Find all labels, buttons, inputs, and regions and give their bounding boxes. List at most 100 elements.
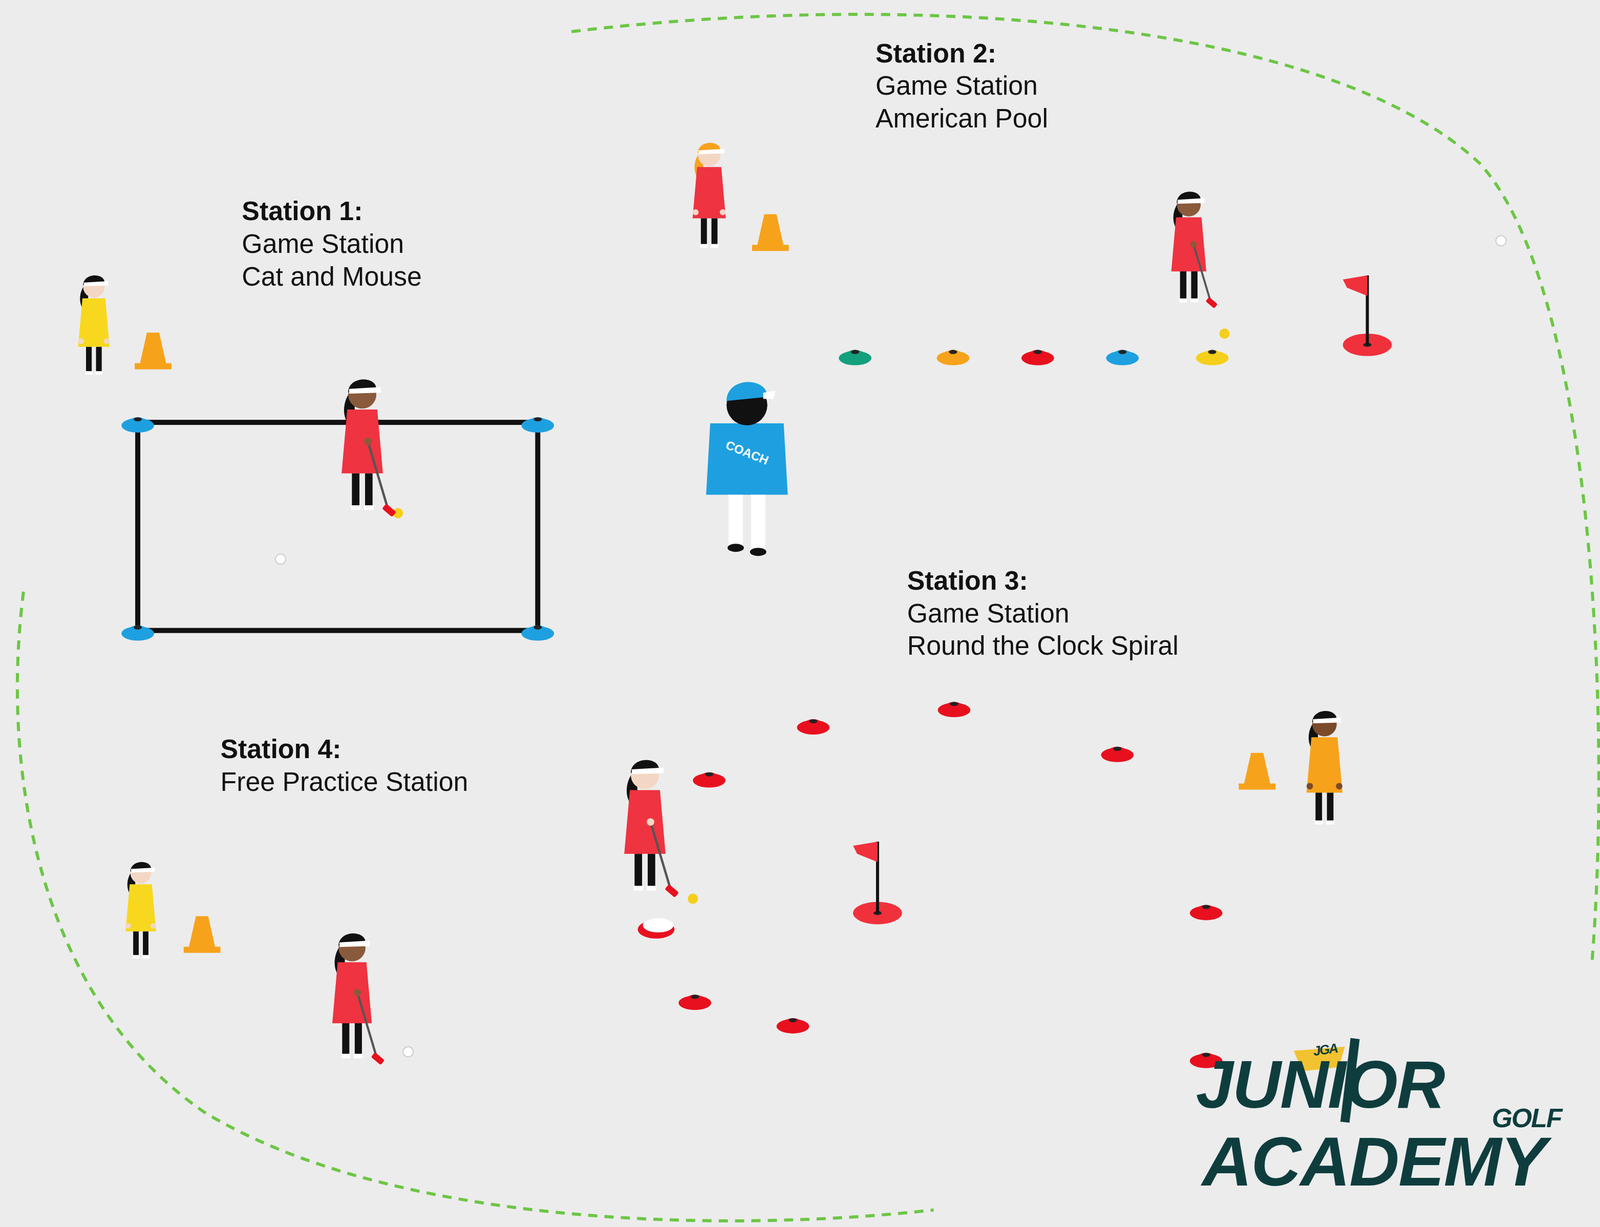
logo-text: ACADEMY (1202, 1126, 1546, 1197)
coach-leg (728, 495, 743, 549)
tall-cone (139, 332, 167, 365)
disc-cone-top (523, 625, 552, 633)
station-text: Game Station (241, 229, 404, 261)
flag (852, 841, 878, 863)
station-text: Free Practice Station (220, 767, 468, 799)
hands (353, 989, 361, 997)
disc-cone-top (940, 701, 969, 710)
putter-head (1205, 296, 1219, 309)
player-figure (78, 275, 110, 375)
shirt (78, 298, 110, 348)
shoe (142, 955, 150, 959)
leg (634, 854, 643, 888)
golf-ball (1496, 235, 1507, 246)
visor (339, 941, 371, 948)
player-figure (1306, 711, 1343, 825)
tall-cone (757, 214, 784, 247)
shoe (1179, 298, 1188, 303)
flag (1342, 275, 1368, 296)
shoe (699, 244, 708, 248)
disc-cone-top (1198, 350, 1227, 358)
hand (125, 923, 132, 929)
coach-shoe (750, 547, 767, 557)
coach-hoodie (706, 423, 788, 496)
leg (342, 1023, 350, 1056)
hand (719, 209, 727, 216)
leg (647, 854, 656, 888)
logo-text: JUNIOR (1196, 1051, 1445, 1119)
shoe (353, 1054, 364, 1059)
golf-ball (1219, 328, 1230, 339)
disc-cone-top (799, 719, 828, 727)
shoe (1314, 820, 1324, 825)
visor (349, 387, 381, 394)
shirt (1306, 737, 1343, 793)
shoe (132, 955, 140, 959)
tall-cone-base (1238, 783, 1276, 791)
disc-cone-top (1107, 350, 1137, 358)
leg (354, 1023, 362, 1056)
coach-cap-brim (763, 390, 776, 399)
leg (1315, 793, 1322, 823)
golf-ball (275, 553, 286, 565)
shoe (351, 505, 361, 510)
shoe (1326, 820, 1335, 825)
visor (1177, 198, 1205, 204)
leg (711, 218, 718, 246)
hand (103, 338, 110, 345)
putter-shaft (368, 441, 389, 511)
station-text: Cat and Mouse (241, 262, 422, 293)
leg (1180, 271, 1187, 301)
visor (131, 867, 155, 873)
hand (692, 209, 699, 216)
disc-cone-top (680, 994, 710, 1002)
leg (365, 473, 373, 508)
leg (142, 931, 149, 957)
shoe (633, 885, 644, 891)
leg (1327, 793, 1334, 823)
disc-cone-hole (1202, 905, 1211, 910)
hand (78, 338, 84, 345)
hands (646, 818, 655, 826)
shoe (710, 244, 719, 248)
coach-shoe (727, 543, 744, 552)
marker-disc-top (643, 918, 674, 933)
station-text: Game Station (875, 71, 1038, 103)
shoe (85, 371, 93, 375)
disc-cone-top (694, 772, 724, 780)
disc-cone-top (523, 417, 552, 425)
player-figure (332, 933, 385, 1065)
disc-cone-hole (949, 701, 958, 707)
disc-cone-hole (850, 350, 860, 355)
station-text: Station 1: (241, 197, 363, 228)
putter-head (371, 1052, 386, 1065)
shoe (341, 1054, 351, 1059)
shoe (646, 885, 656, 891)
disc-cone-top (123, 417, 153, 425)
putter-shaft (650, 822, 672, 892)
player-figure (1171, 192, 1219, 309)
shirt (341, 409, 383, 474)
visor (83, 281, 109, 287)
station-text: Round the Clock Spiral (907, 631, 1179, 663)
station-text: Game Station (907, 599, 1070, 630)
disc-cone-hole (1208, 350, 1217, 355)
disc-cone-top (840, 350, 870, 358)
putter-head (664, 884, 679, 898)
putter-shaft (357, 992, 378, 1060)
visor (698, 148, 724, 155)
shoe (364, 505, 374, 510)
tall-cone-base (183, 946, 221, 953)
visor (1313, 717, 1341, 724)
players (78, 142, 1343, 1066)
shirt (332, 962, 372, 1024)
leg (133, 931, 139, 957)
hands (1190, 241, 1197, 248)
visor (631, 767, 664, 775)
tall-cone-base (134, 363, 172, 370)
shirt (692, 166, 727, 219)
coach-leg (751, 495, 766, 549)
hand (1306, 782, 1314, 790)
hands (364, 437, 372, 446)
